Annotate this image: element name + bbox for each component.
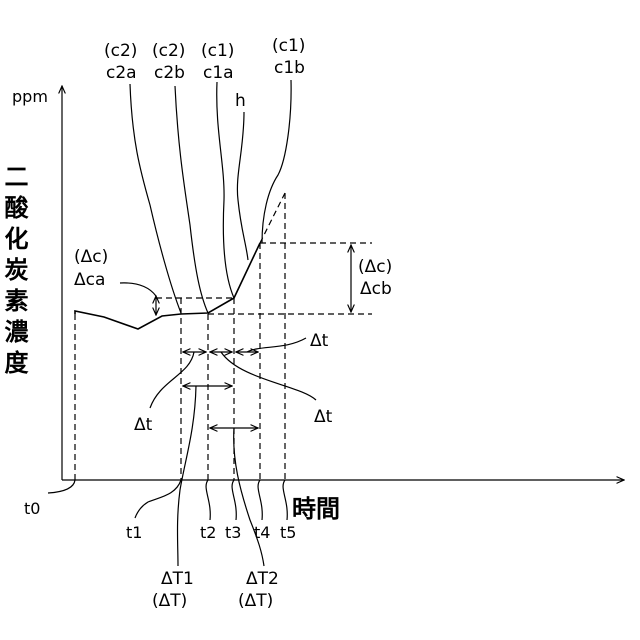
tick-t4: t4	[254, 523, 270, 542]
label-delta-t-mid: Δt	[314, 407, 333, 427]
tick-t5: t5	[280, 523, 296, 542]
label-c2a: c2a	[106, 63, 137, 83]
delta-t-left-leader	[150, 352, 194, 408]
tick-t3: t3	[225, 523, 241, 542]
y-axis-title: 二酸化炭素濃度	[0, 164, 28, 381]
label-c1a: c1a	[203, 63, 234, 83]
curve-label-leaders	[130, 80, 291, 313]
label-h: h	[235, 91, 246, 111]
delta-ca-leader	[120, 283, 156, 296]
label-delta-t-right: Δt	[310, 331, 329, 351]
y-unit-label: ppm	[12, 87, 48, 106]
label-c1b: c1b	[274, 58, 305, 78]
label-delta-c-group-b: (Δc)	[358, 257, 392, 277]
label-c2b: c2b	[154, 63, 185, 83]
time-tick-leaders	[48, 480, 287, 520]
label-delta-cb: Δcb	[360, 279, 392, 299]
label-c1-group-b: (c1)	[272, 36, 305, 56]
label-delta-ca: Δca	[74, 270, 105, 290]
delta-t-mid-leader	[221, 352, 316, 400]
tick-t2: t2	[200, 523, 216, 542]
delta-t-right-leader	[247, 338, 306, 352]
delta-T1-leader	[178, 386, 197, 566]
label-delta-c-group-a: (Δc)	[74, 247, 108, 267]
label-c2-group-a: (c2)	[104, 41, 137, 61]
label-delta-T2: ΔT2	[246, 569, 279, 589]
label-delta-T2-group: (ΔT)	[238, 591, 273, 611]
label-delta-T1-group: (ΔT)	[152, 591, 187, 611]
tick-t0: t0	[24, 499, 40, 518]
label-delta-T1: ΔT1	[161, 569, 194, 589]
label-c1-group-a: (c1)	[201, 41, 234, 61]
x-axis-title: 時間	[292, 495, 340, 523]
label-delta-t-left: Δt	[134, 415, 153, 435]
tick-t1: t1	[126, 523, 142, 542]
label-c2-group-b: (c2)	[152, 41, 185, 61]
